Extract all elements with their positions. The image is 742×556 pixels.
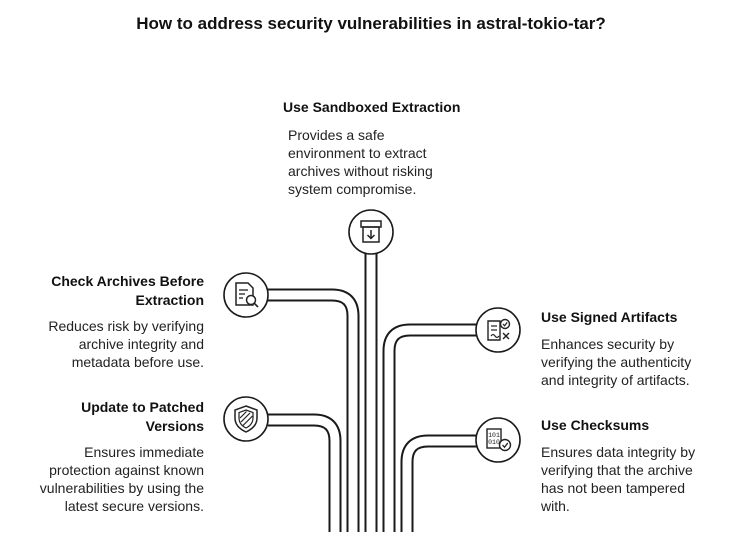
diagram-title: How to address security vulnerabilities … (136, 14, 606, 33)
update-patched-heading-line: Versions (145, 418, 204, 434)
pipe-update-patched (268, 413, 342, 532)
sandbox-desc-line: Provides a safe (288, 127, 385, 143)
signed-artifacts-desc-line: and integrity of artifacts. (541, 372, 690, 388)
check-archives-desc-line: Reduces risk by verifying (48, 318, 204, 334)
checksums-desc-line: Ensures data integrity by (541, 444, 696, 460)
check-archives-heading-line: Extraction (135, 292, 204, 308)
update-patched-desc-line: vulnerabilities by using the (39, 480, 204, 496)
connector-pipes (268, 252, 478, 533)
checksums-desc-line: verifying that the archive (541, 462, 693, 478)
checksums-desc-line: with. (541, 498, 570, 514)
checksums-desc-line: has not been tampered (541, 480, 685, 496)
checksums-heading: Use Checksums (541, 417, 650, 433)
sandbox-desc-line: environment to extract (288, 145, 427, 161)
update-patched-desc-line: latest secure versions. (64, 498, 204, 514)
check-archives-desc-line: metadata before use. (71, 354, 204, 370)
check-archives-desc-line: archive integrity and (78, 336, 204, 352)
check-archives-heading-line: Check Archives Before (51, 273, 204, 289)
binary-checkmark-icon: 101 010 (475, 417, 521, 463)
update-patched-heading: Update to Patched Versions (10, 398, 204, 436)
update-patched-description: Ensures immediate protection against kno… (2, 443, 204, 515)
svg-text:010: 010 (488, 439, 500, 446)
signed-artifacts-desc-line: verifying the authenticity (541, 354, 692, 370)
sandbox-desc-line: archives without risking (288, 163, 433, 179)
sandbox-description: Provides a safe environment to extract a… (288, 126, 488, 198)
pipe-checksums (400, 434, 478, 532)
document-search-icon (223, 272, 269, 318)
check-archives-description: Reduces risk by verifying archive integr… (4, 317, 204, 371)
archive-download-icon (348, 209, 394, 255)
checksums-description: Ensures data integrity by verifying that… (541, 443, 739, 515)
signed-artifacts-description: Enhances security by verifying the authe… (541, 335, 739, 389)
signed-artifacts-desc-line: Enhances security by (541, 336, 675, 352)
sandbox-heading: Use Sandboxed Extraction (283, 99, 461, 115)
icon-nodes: 101 010 (223, 209, 521, 463)
update-patched-desc-line: protection against known (49, 462, 204, 478)
check-archives-heading: Check Archives Before Extraction (10, 272, 204, 310)
signed-document-icon (475, 307, 521, 353)
shield-icon (223, 396, 269, 442)
sandbox-desc-line: system compromise. (288, 181, 417, 197)
svg-text:101: 101 (488, 432, 500, 439)
signed-artifacts-heading: Use Signed Artifacts (541, 309, 678, 325)
update-patched-desc-line: Ensures immediate (84, 444, 204, 460)
update-patched-heading-line: Update to Patched (81, 399, 204, 415)
